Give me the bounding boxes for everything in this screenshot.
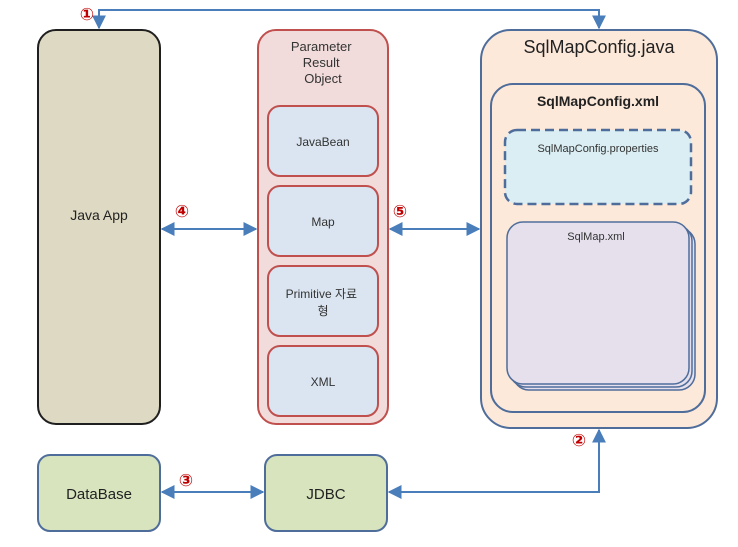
step-2-marker: ② — [572, 431, 586, 451]
sqlmap-config-xml-label: SqlMapConfig.xml — [537, 93, 659, 109]
jdbc-box: JDBC — [264, 454, 388, 532]
primitive-item: Primitive 자료 형 — [267, 265, 379, 337]
javabean-label: JavaBean — [296, 135, 349, 149]
map-item: Map — [267, 185, 379, 257]
step-5-marker: ⑤ — [393, 202, 407, 222]
transfer-object-box: Parameter Result Object JavaBean Map Pri… — [257, 29, 389, 425]
sqlmap-properties-box: SqlMapConfig.properties — [503, 128, 693, 206]
xml-label: XML — [311, 375, 336, 389]
step-4-marker: ④ — [175, 202, 189, 222]
step-1-marker: ① — [80, 5, 94, 25]
xml-item: XML — [267, 345, 379, 417]
primitive-label: Primitive 자료 형 — [286, 287, 361, 318]
transfer-object-title: Parameter Result Object — [291, 39, 355, 86]
sqlmap-xml-stack: SqlMap.xml — [506, 221, 696, 391]
database-box: DataBase — [37, 454, 161, 532]
jdbc-label: JDBC — [306, 486, 345, 503]
sqlmap-properties-label: SqlMapConfig.properties — [537, 143, 659, 155]
sqlmap-config-xml-box: SqlMapConfig.xml SqlMapConfig.properties… — [490, 83, 706, 413]
java-app-box: Java App — [37, 29, 161, 425]
javabean-item: JavaBean — [267, 105, 379, 177]
sqlmap-config-java-label: SqlMapConfig.java — [523, 37, 675, 57]
database-label: DataBase — [66, 486, 132, 503]
sqlmap-config-java-box: SqlMapConfig.java SqlMapConfig.xml SqlMa… — [480, 29, 718, 429]
map-label: Map — [311, 215, 335, 229]
step-3-marker: ③ — [179, 471, 193, 491]
sqlmap-xml-label: SqlMap.xml — [567, 231, 624, 243]
arrow-1-java-app-to-config — [92, 9, 606, 30]
java-app-label: Java App — [70, 207, 128, 223]
arrow-2-jdbc-to-config — [387, 428, 606, 499]
